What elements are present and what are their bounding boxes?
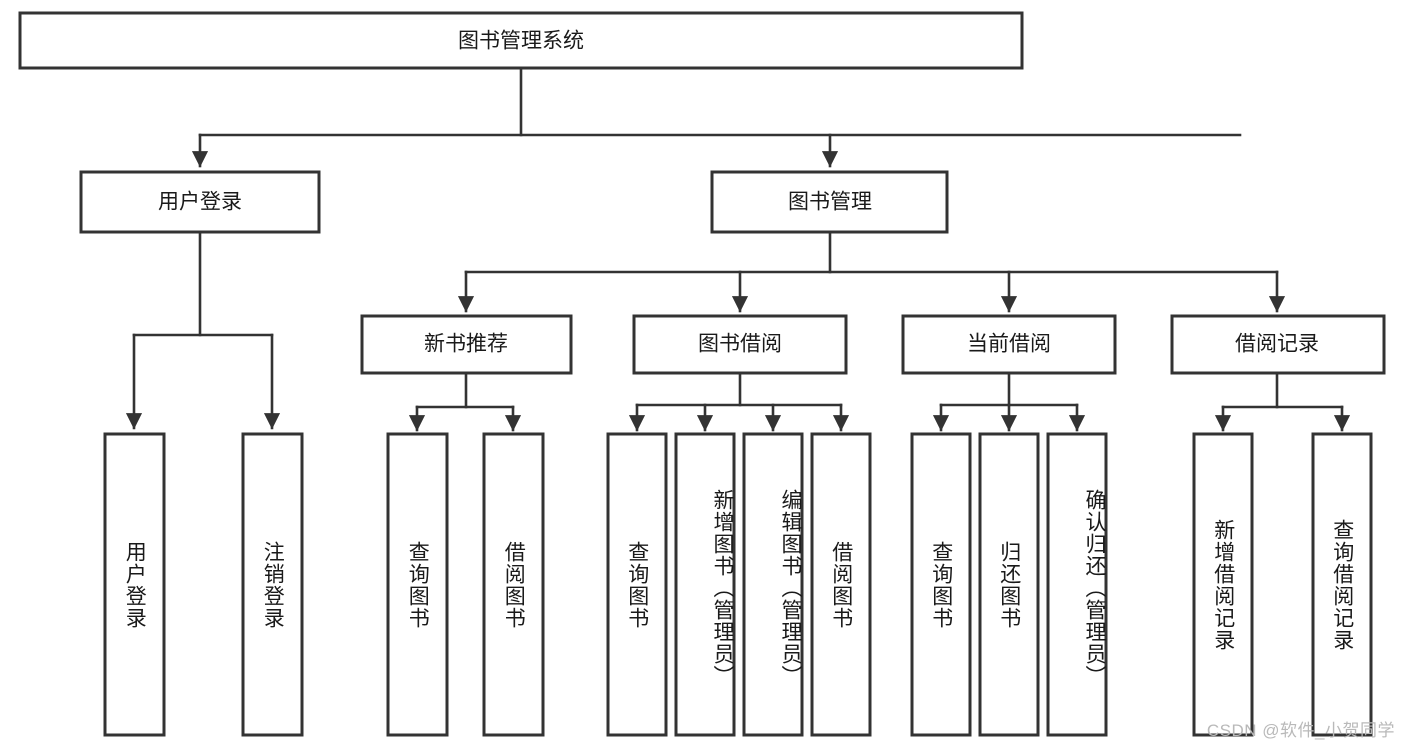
- connector-root-to-level2: [191, 66, 1242, 168]
- csdn-watermark: CSDN @软件_小贺同学: [1206, 721, 1395, 740]
- node-user-login-label: 用户登录: [158, 191, 242, 214]
- connector-book-borrow-to-leaves: [628, 371, 850, 432]
- node-root-title-label: 图书管理系统: [458, 30, 584, 53]
- connector-new-book-recommend-to-leaves: [408, 371, 522, 432]
- connector-current-borrow-to-leaves: [932, 371, 1086, 432]
- node-book-manage[interactable]: 图书管理: [710, 170, 949, 234]
- node-borrow-record[interactable]: 借阅记录: [1170, 314, 1386, 375]
- leaf-box-user-login[interactable]: [103, 432, 166, 737]
- leaf-box-add-record[interactable]: [1192, 432, 1254, 737]
- leaf-box-edit-book[interactable]: [742, 432, 804, 737]
- leaf-box-query-record[interactable]: [1311, 432, 1373, 737]
- node-root-title[interactable]: 图书管理系统: [18, 11, 1024, 70]
- node-new-book-recommend-label: 新书推荐: [424, 333, 508, 356]
- node-new-book-recommend[interactable]: 新书推荐: [360, 314, 573, 375]
- connector-user-login-to-leaves: [125, 230, 281, 430]
- leaf-box-borrow-book-2[interactable]: [810, 432, 872, 737]
- leaf-box-add-book[interactable]: [674, 432, 736, 737]
- leaf-box-return-book[interactable]: [978, 432, 1040, 737]
- node-book-manage-label: 图书管理: [788, 191, 872, 214]
- connector-borrow-record-to-leaves: [1214, 371, 1351, 432]
- node-borrow-record-label: 借阅记录: [1235, 333, 1319, 356]
- leaf-box-query-book-2[interactable]: [606, 432, 668, 737]
- leaf-box-query-book-1[interactable]: [386, 432, 449, 737]
- leaf-box-logout-login[interactable]: [241, 432, 304, 737]
- connector-book-manage-to-level3: [457, 230, 1286, 313]
- node-book-borrow[interactable]: 图书借阅: [632, 314, 848, 375]
- node-current-borrow-label: 当前借阅: [967, 333, 1051, 356]
- node-current-borrow[interactable]: 当前借阅: [901, 314, 1117, 375]
- leaf-box-query-book-3[interactable]: [910, 432, 972, 737]
- leaf-box-confirm-return[interactable]: [1046, 432, 1108, 737]
- leaf-box-borrow-book-1[interactable]: [482, 432, 545, 737]
- node-user-login[interactable]: 用户登录: [79, 170, 321, 234]
- node-book-borrow-label: 图书借阅: [698, 333, 782, 356]
